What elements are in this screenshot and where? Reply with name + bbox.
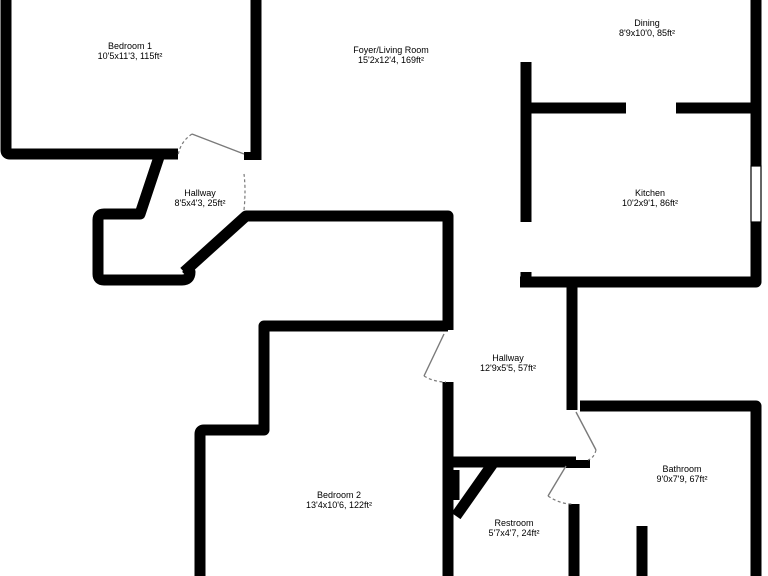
wall-bedroom1-left [0,0,178,160]
wall-bathroom-outer [580,400,762,576]
wall-hallway1-inner [180,210,454,330]
room-label-kitchen: Kitchen 10'2x9'1, 86ft² [622,188,678,208]
room-dimensions: 9'0x7'9, 67ft² [657,474,708,484]
room-label-foyer: Foyer/Living Room 15'2x12'4, 169ft² [353,45,429,65]
door-bedroom2 [423,333,447,383]
kitchen-window [750,165,762,223]
room-dimensions: 8'9x10'0, 85ft² [619,28,675,38]
room-label-dining: Dining 8'9x10'0, 85ft² [619,18,675,38]
room-name: Bedroom 2 [317,490,361,500]
room-name: Bathroom [662,464,701,474]
room-label-bedroom1: Bedroom 1 10'5x11'3, 115ft² [98,41,163,61]
room-dimensions: 12'9x5'5, 57ft² [480,363,536,373]
room-name: Kitchen [635,188,665,198]
room-name: Bedroom 1 [108,41,152,51]
room-dimensions: 15'2x12'4, 169ft² [358,55,424,65]
room-name: Hallway [492,353,524,363]
room-name: Dining [634,18,660,28]
room-label-bathroom: Bathroom 9'0x7'9, 67ft² [657,464,708,484]
wall-restroom-diagonal [451,458,499,520]
door-restroom [547,465,573,505]
wall-hallway1-outer [92,152,196,286]
room-dimensions: 8'5x4'3, 25ft² [175,198,226,208]
room-dimensions: 10'5x11'3, 115ft² [98,51,163,61]
room-dimensions: 10'2x9'1, 86ft² [622,198,678,208]
room-label-hallway2: Hallway 12'9x5'5, 57ft² [480,353,536,373]
door-bathroom [575,411,597,461]
room-label-hallway1: Hallway 8'5x4'3, 25ft² [175,188,226,208]
doors [177,133,597,505]
room-label-restroom: Restroom 5'7x4'7, 24ft² [489,518,540,538]
room-name: Restroom [494,518,533,528]
room-label-bedroom2: Bedroom 2 13'4x10'6, 122ft² [306,490,372,510]
room-name: Hallway [184,188,216,198]
wall-bedroom2-top [194,320,448,576]
room-dimensions: 13'4x10'6, 122ft² [306,500,372,510]
wall-dining-right [520,0,762,288]
room-name: Foyer/Living Room [353,45,429,55]
room-dimensions: 5'7x4'7, 24ft² [489,528,540,538]
door-hallway1-foyer [243,173,246,211]
door-bedroom1 [177,133,245,157]
